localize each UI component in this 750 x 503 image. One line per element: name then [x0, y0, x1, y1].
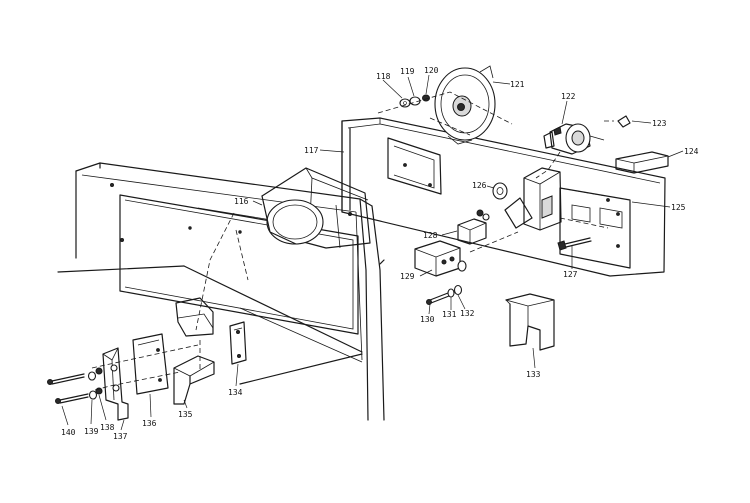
part-117-rear-panel — [341, 117, 666, 277]
callout-136: 136 — [142, 419, 157, 428]
part-133-bracket — [505, 293, 555, 351]
part-136-plate — [132, 333, 169, 395]
callout-132: 132 — [460, 309, 475, 318]
callout-121: 121 — [510, 80, 525, 89]
callout-134: 134 — [228, 388, 243, 397]
callout-119: 119 — [400, 67, 415, 76]
part-128-switch — [457, 209, 490, 245]
callout-140: 140 — [61, 428, 76, 437]
part-116-fan-duct — [195, 167, 371, 331]
part-135-l-bracket — [173, 297, 215, 405]
callout-129: 129 — [400, 272, 415, 281]
callout-116: 116 — [234, 197, 249, 206]
callout-labels: 116 117 118 119 120 121 122 123 124 125 … — [61, 66, 699, 441]
part-125-relay — [504, 167, 609, 231]
part-134-plate — [229, 321, 247, 365]
callout-122: 122 — [561, 92, 576, 101]
callout-131: 131 — [442, 310, 457, 319]
callout-123: 123 — [652, 119, 667, 128]
part-123-clip — [604, 115, 631, 128]
callout-120: 120 — [424, 66, 439, 75]
callout-leaders — [61, 74, 684, 431]
callout-125: 125 — [671, 203, 686, 212]
callout-138: 138 — [100, 423, 115, 432]
part-129-terminal-block — [414, 231, 519, 277]
part-122-motor — [535, 123, 605, 179]
callout-130: 130 — [420, 315, 435, 324]
part-127-screw — [557, 237, 592, 251]
part-137-bracket — [102, 347, 129, 421]
callout-128: 128 — [423, 231, 438, 240]
callout-117: 117 — [304, 146, 319, 155]
callout-137: 137 — [113, 432, 128, 441]
parts-130-132-fasteners — [426, 284, 463, 305]
callout-127: 127 — [563, 270, 578, 279]
parts-138-140-screws — [47, 344, 199, 404]
callout-135: 135 — [178, 410, 193, 419]
callout-124: 124 — [684, 147, 699, 156]
front-panel-assembly — [57, 162, 385, 421]
callout-133: 133 — [526, 370, 541, 379]
part-121-gear-wheel — [377, 65, 513, 145]
callout-139: 139 — [84, 427, 99, 436]
part-126-grommet — [492, 182, 508, 200]
callout-126: 126 — [472, 181, 487, 190]
callout-118: 118 — [376, 72, 391, 81]
part-124-block — [615, 151, 669, 174]
